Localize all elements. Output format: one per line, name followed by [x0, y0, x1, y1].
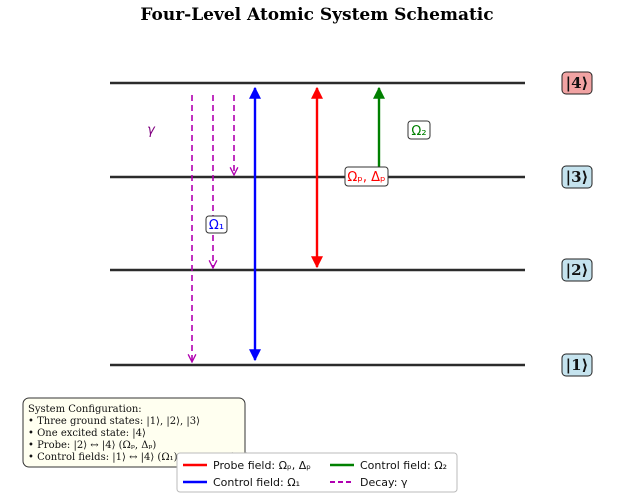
legend-item-decay: Decay: γ	[330, 476, 408, 489]
legend-item-probe: Probe field: Ωₚ, Δₚ	[183, 459, 311, 472]
svg-text:Control field: Ω₁: Control field: Ω₁	[213, 476, 300, 489]
svg-text:Control field: Ω₂: Control field: Ω₂	[360, 459, 447, 472]
probe-label: Ωₚ, Δₚ	[344, 166, 389, 187]
svg-text:Ω₂: Ω₂	[411, 124, 426, 139]
svg-text:|4⟩: |4⟩	[566, 74, 589, 92]
legend-item-control2: Control field: Ω₂	[330, 459, 447, 472]
legend: Probe field: Ωₚ, Δₚ Control field: Ω₂ Co…	[176, 452, 458, 493]
system-configuration-box: System Configuration: • Three ground sta…	[22, 397, 249, 468]
info-line: • Probe: |2⟩ ↔ |4⟩ (Ωₚ, Δₚ)	[28, 440, 156, 451]
omega2-label: Ω₂	[407, 120, 431, 140]
info-line: • Three ground states: |1⟩, |2⟩, |3⟩	[28, 416, 200, 427]
state-1-label: |1⟩	[561, 353, 593, 377]
svg-text:|1⟩: |1⟩	[566, 356, 589, 374]
info-heading: System Configuration:	[28, 404, 142, 415]
svg-text:|3⟩: |3⟩	[566, 168, 589, 186]
svg-text:Probe field: Ωₚ, Δₚ: Probe field: Ωₚ, Δₚ	[213, 459, 311, 472]
diagram-title: Four-Level Atomic System Schematic	[140, 5, 493, 25]
omega1-label: Ω₁	[205, 215, 228, 234]
svg-text:|2⟩: |2⟩	[566, 261, 589, 279]
state-2-label: |2⟩	[561, 258, 593, 282]
svg-text:Ωₚ, Δₚ: Ωₚ, Δₚ	[347, 170, 385, 185]
info-line: • One excited state: |4⟩	[28, 428, 146, 439]
state-4-label: |4⟩	[561, 71, 593, 95]
info-line: • Control fields: |1⟩ ↔ |4⟩ (Ω₁), |3⟩ ↔ …	[28, 452, 249, 463]
gamma-label: γ	[147, 123, 156, 138]
svg-text:Decay: γ: Decay: γ	[360, 476, 408, 489]
svg-text:Ω₁: Ω₁	[209, 218, 224, 233]
state-3-label: |3⟩	[561, 165, 593, 189]
legend-item-control1: Control field: Ω₁	[183, 476, 300, 489]
